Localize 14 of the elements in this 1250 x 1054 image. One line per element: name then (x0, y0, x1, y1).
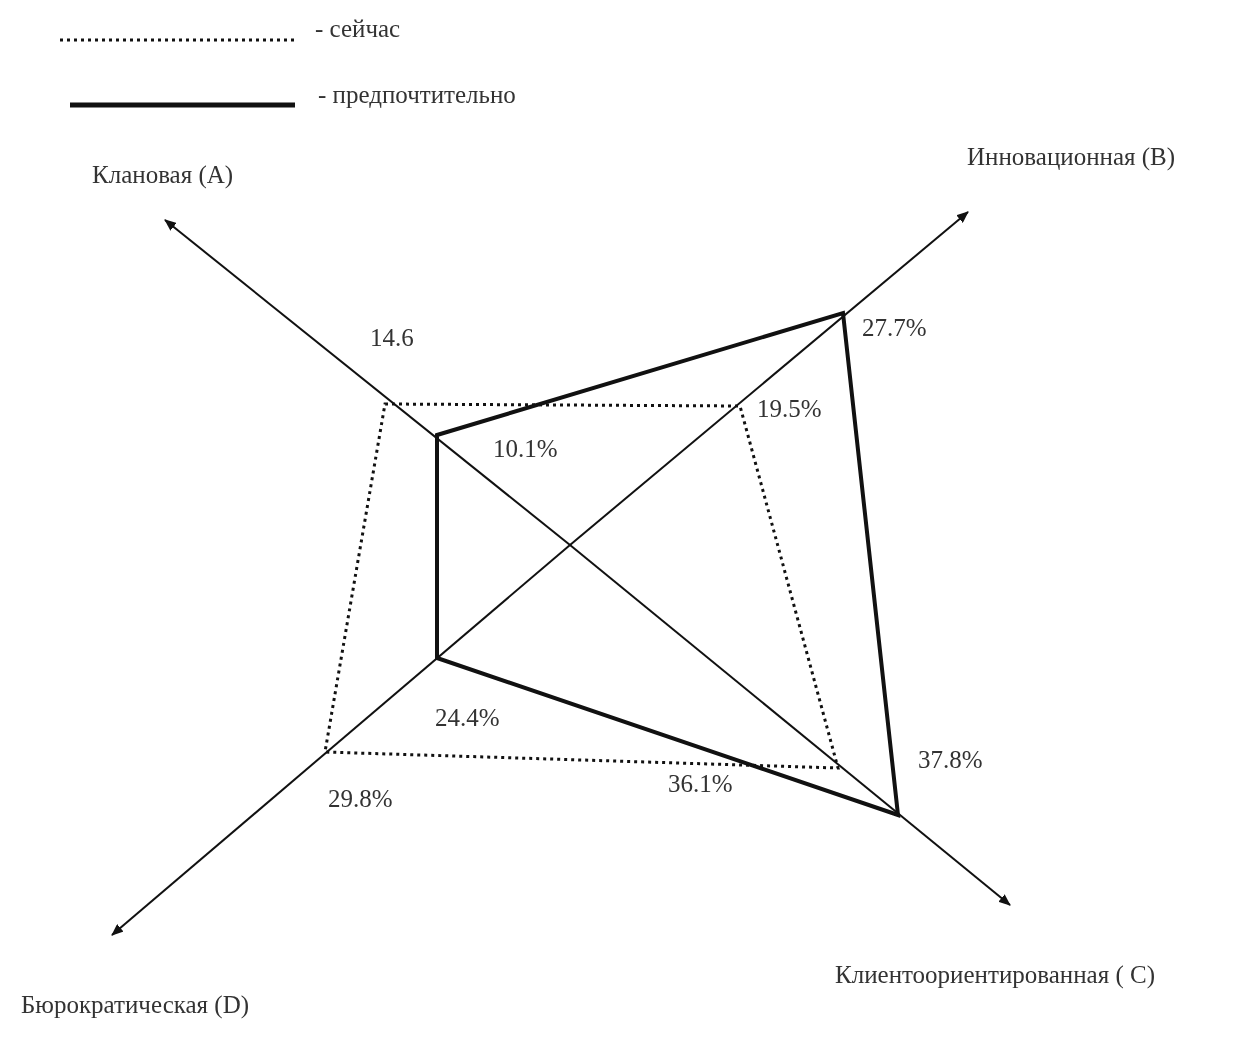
axis-label: Клиентоориентированная ( C) (835, 960, 1155, 990)
value-label: 29.8% (328, 784, 393, 814)
legend-text: - сейчас (315, 14, 401, 44)
value-label: 19.5% (757, 394, 822, 424)
value-label: 24.4% (435, 703, 500, 733)
value-label: 36.1% (668, 769, 733, 799)
value-label: 10.1% (493, 434, 558, 464)
value-label: 27.7% (862, 313, 927, 343)
legend-text: - предпочтительно (318, 80, 516, 110)
value-label: 14.6 (370, 323, 414, 353)
value-label: 37.8% (918, 745, 983, 775)
axis-label: Инновационная (B) (967, 142, 1176, 172)
axis-label: Клановая (A) (92, 160, 234, 190)
axis-label: Бюрократическая (D) (19, 990, 251, 1021)
